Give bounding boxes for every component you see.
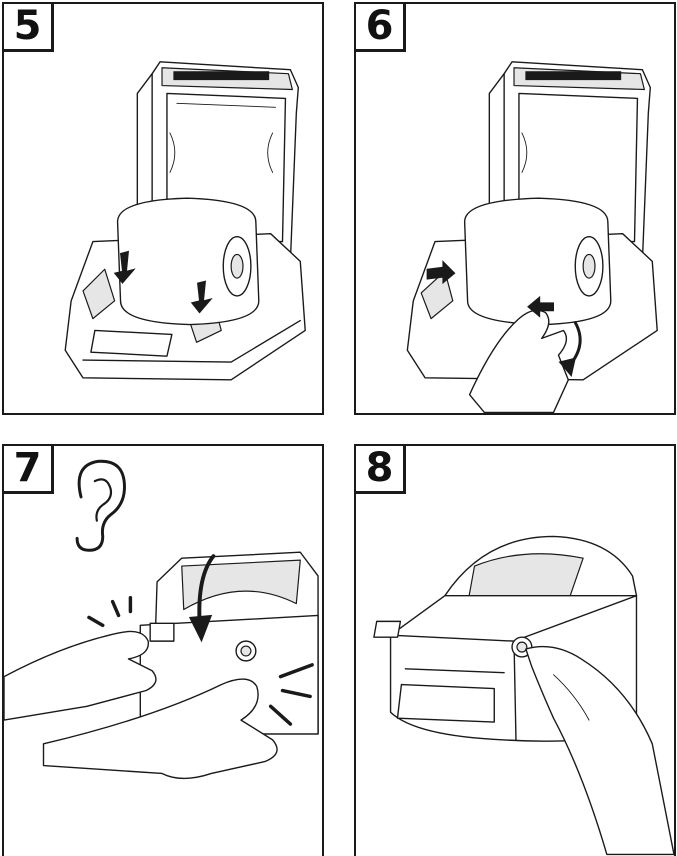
printer-feed-illustration	[373, 535, 674, 856]
ear-icon	[75, 459, 126, 552]
click-sound-marks	[87, 595, 314, 726]
step-badge: 7	[4, 446, 54, 494]
printer-close-illustration	[4, 459, 319, 780]
hand-illustration	[525, 645, 674, 856]
step-number: 8	[365, 444, 394, 491]
step-badge: 8	[356, 446, 406, 494]
step-number: 7	[13, 444, 42, 491]
push-arrow-icon	[426, 260, 456, 285]
step-6-panel: 6	[354, 2, 676, 415]
label-paper	[396, 683, 495, 723]
step-5-panel: 5	[2, 2, 324, 415]
down-arrow-icon	[190, 280, 213, 314]
hand-illustration	[468, 309, 570, 413]
hand-illustration	[4, 630, 157, 721]
step-8-panel: 8	[354, 444, 676, 856]
step-number: 5	[13, 2, 42, 49]
hand-illustration	[42, 678, 278, 780]
push-arrow-icon	[527, 295, 555, 318]
step-badge: 5	[4, 4, 54, 52]
printer-guides-illustration	[406, 61, 658, 413]
down-arrow-icon	[113, 250, 136, 284]
printer-open-illustration	[64, 61, 306, 381]
step-number: 6	[365, 2, 394, 49]
step-badge: 6	[356, 4, 406, 52]
step-7-panel: 7	[2, 444, 324, 856]
